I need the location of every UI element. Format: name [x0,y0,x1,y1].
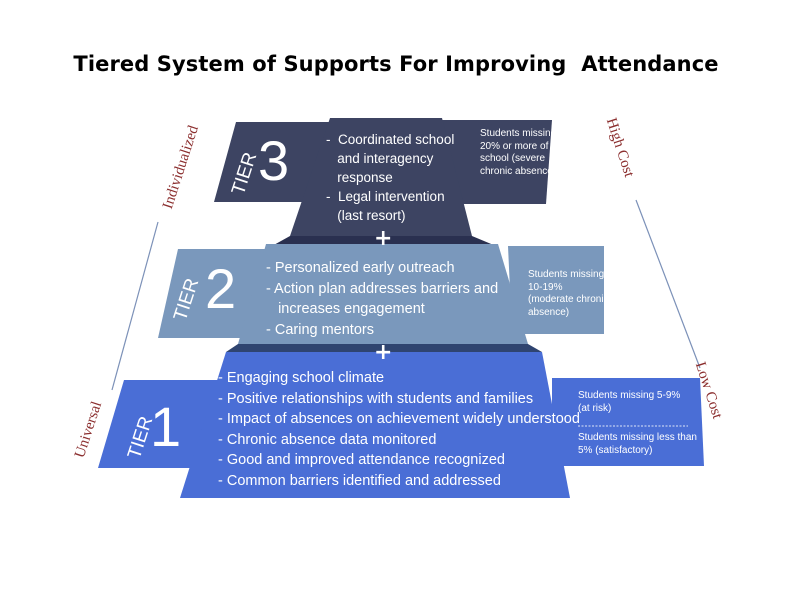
tier2-shadow [226,344,542,352]
tier1-bullet: - Common barriers identified and address… [218,472,501,489]
tier2-bullet: - Personalized early outreach [266,260,455,276]
tier1-right-wing [552,378,704,466]
tier3-right-wing [440,120,552,204]
tier2-bullet: - Caring mentors [266,321,374,338]
tier2-block [238,244,528,344]
tier1-bullets: - Engaging school climate - Positive rel… [218,368,580,491]
tier3-left-wing [214,122,332,202]
tier1-bullet: - Positive relationships with students a… [218,390,534,407]
page-title: Tiered System of Supports For Improving … [73,52,719,76]
tier1-bullet: - Good and improved attendance recognize… [218,452,505,468]
tier2-number: 2 [205,257,237,320]
tier1-number: 1 [150,395,182,458]
high-cost-side-line [635,199,701,369]
tier1-block [180,352,570,498]
tier3-note-line: chronic absence) [480,165,557,177]
tier1-bullet: - Chronic absence data monitored [218,431,437,448]
tier3-note-line: 20% or more of [480,140,549,152]
tier3-note-line: school (severe [480,153,546,164]
tier2-right-wing [508,246,604,334]
tier1-note-top: Students missing 5-9% (at risk) [578,390,680,415]
tier2-left-wing [158,249,268,338]
tier1-note-line: 5% (satisfactory) [578,444,653,456]
tier3-bullets: - Coordinated school and interagency res… [326,130,454,225]
tier2-note-line: Students missing [528,269,605,280]
tier1-note-bottom: Students missing less than 5% (satisfact… [578,432,697,457]
tier1-note-line: Students missing less than [578,432,697,443]
tier3-bullet: - Legal intervention [326,189,445,204]
tier3-bullet: response [326,170,393,185]
tier1-bullet: - Engaging school climate [218,370,385,386]
tier3-note: Students missing 20% or more of school (… [480,128,556,178]
individualized-side-line [111,221,159,391]
tier2-note: Students missing 10-19% (moderate chroni… [528,269,609,319]
tier1-bullet: - Impact of absences on achievement wide… [218,411,580,427]
tier2-bullet: increases engagement [266,301,425,317]
tier3-note-line: Students missing [480,128,557,139]
tier1-left-wing [98,380,218,468]
plus-icon: + [374,226,393,251]
tier1-note-line: (at risk) [578,402,612,414]
tier3-shadow [272,236,496,246]
tier3-bullet: (last resort) [326,208,406,223]
tier2-bullets: - Personalized early outreach - Action p… [266,258,498,340]
tier1-note-line: Students missing 5-9% [578,390,681,401]
tier2-note-line: absence) [528,306,570,318]
tier3-bullet: and interagency [326,151,434,166]
tier3-bullet: - Coordinated school [326,132,455,147]
tier3-number: 3 [258,129,290,192]
tier2-bullet: - Action plan addresses barriers and [266,280,499,297]
tier2-note-line: (moderate chronic [528,294,609,305]
plus-icon: + [374,340,393,365]
tier2-note-line: 10-19% [528,281,563,293]
tier3-block [290,118,472,236]
